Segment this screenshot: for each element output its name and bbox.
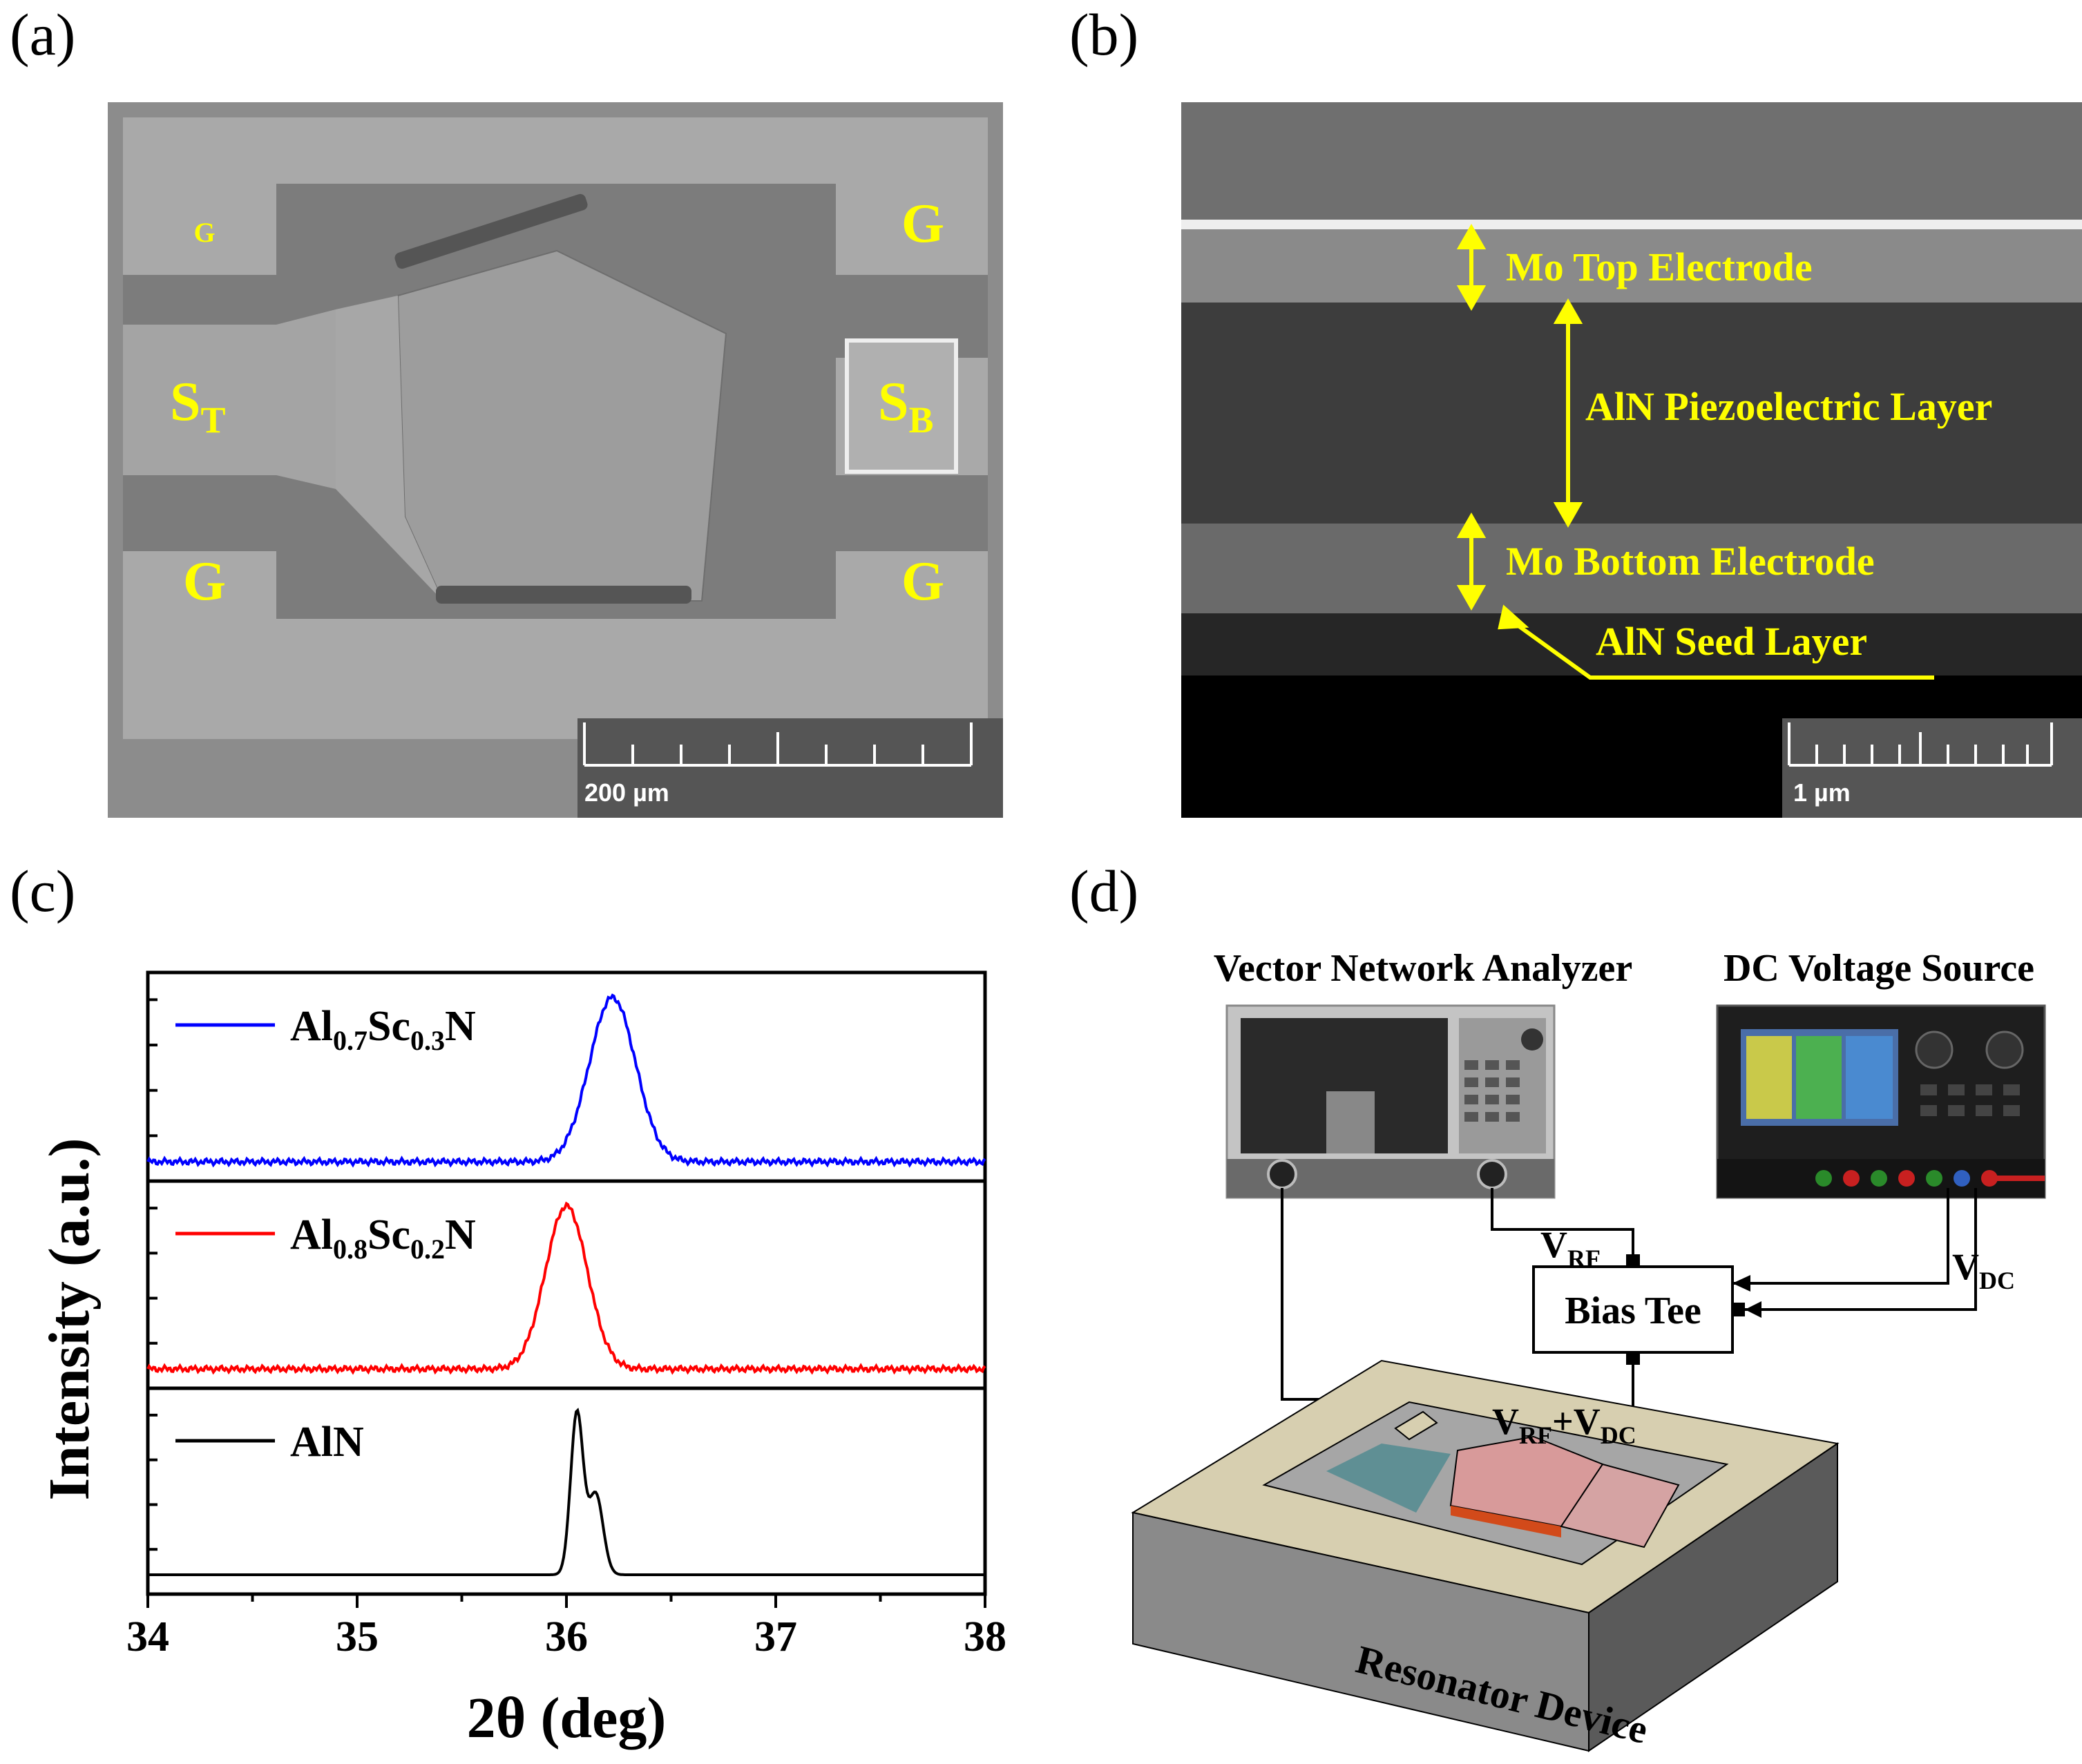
- xrd-chart: 34 35 36 37 38 Al0.7Sc0.3N Al0.8Sc0.2N AlN Int…: [37, 970, 1006, 1750]
- xrd-x-tick-label: 38: [964, 1613, 1006, 1660]
- panel-label-c: (c): [10, 858, 76, 924]
- pad-label-s-bottom: SB: [878, 372, 934, 441]
- resonator-device: [1131, 1359, 1840, 1752]
- layer-label-top-electrode: Mo Top Electrode: [1506, 245, 1813, 289]
- layer-label-bottom-electrode: Mo Bottom Electrode: [1506, 539, 1875, 584]
- xrd-series-line: [148, 1408, 985, 1576]
- vna-label: Vector Network Analyzer: [1214, 947, 1633, 990]
- xrd-x-tick-label: 34: [126, 1613, 169, 1660]
- xrd-x-axis-label: 2θ (deg): [467, 1686, 667, 1750]
- pad-label-g-bottom-left: G: [183, 551, 226, 612]
- xrd-legend-label: Al0.8Sc0.2N: [290, 1211, 476, 1265]
- dc-source-label: DC Voltage Source: [1723, 947, 2034, 990]
- layer-label-piezo: AlN Piezoelectric Layer: [1585, 384, 1992, 429]
- panel-d-setup-diagram: Vector Network Analyzer DC Voltage Sourc…: [1131, 947, 2046, 1752]
- xrd-panel-frame: [146, 1179, 987, 1390]
- xrd-x-tick-label: 37: [754, 1613, 797, 1660]
- v-sum-label: VRF+VDC: [1492, 1401, 1636, 1449]
- panel-b-sem-image: Mo Top Electrode AlN Piezoelectric Layer…: [1181, 102, 2082, 818]
- v-rf-label: VRF: [1540, 1224, 1601, 1272]
- pad-label-g-top-right: G: [901, 193, 944, 254]
- panel-label-a: (a): [10, 1, 76, 68]
- bias-tee-box: [1532, 1265, 1734, 1354]
- pad-label-g-top-left: G: [193, 217, 215, 248]
- xrd-x-tick-label: 36: [545, 1613, 588, 1660]
- pad-label-s-top: ST: [170, 372, 226, 441]
- xrd-panel-frame: [146, 1386, 987, 1596]
- dc-source-instrument: [1716, 1004, 2046, 1199]
- v-dc-label: VDC: [1952, 1246, 2015, 1294]
- xrd-x-tick-label: 35: [336, 1613, 379, 1660]
- xrd-series-line: [146, 993, 986, 1168]
- vna-instrument: [1225, 1004, 1556, 1199]
- pad-label-g-bottom-right: G: [901, 551, 944, 612]
- panel-label-d: (d): [1069, 858, 1139, 924]
- panel-label-b: (b): [1069, 1, 1139, 68]
- xrd-y-axis-label: Intensity (a.u.): [37, 1138, 102, 1500]
- bias-tee-label: Bias Tee: [1565, 1290, 1701, 1332]
- panel-a-sem-image: G G G G ST SB 200 µm: [108, 102, 1003, 818]
- xrd-legend-label: AlN: [290, 1419, 364, 1466]
- xrd-series-line: [146, 1201, 986, 1375]
- scale-bar-label-a: 200 µm: [584, 778, 669, 807]
- xrd-legend-label: Al0.7Sc0.3N: [290, 1003, 476, 1056]
- scale-bar-label-b: 1 µm: [1793, 778, 1851, 807]
- layer-label-seed: AlN Seed Layer: [1596, 619, 1867, 664]
- xrd-panel-frame: [146, 970, 987, 1183]
